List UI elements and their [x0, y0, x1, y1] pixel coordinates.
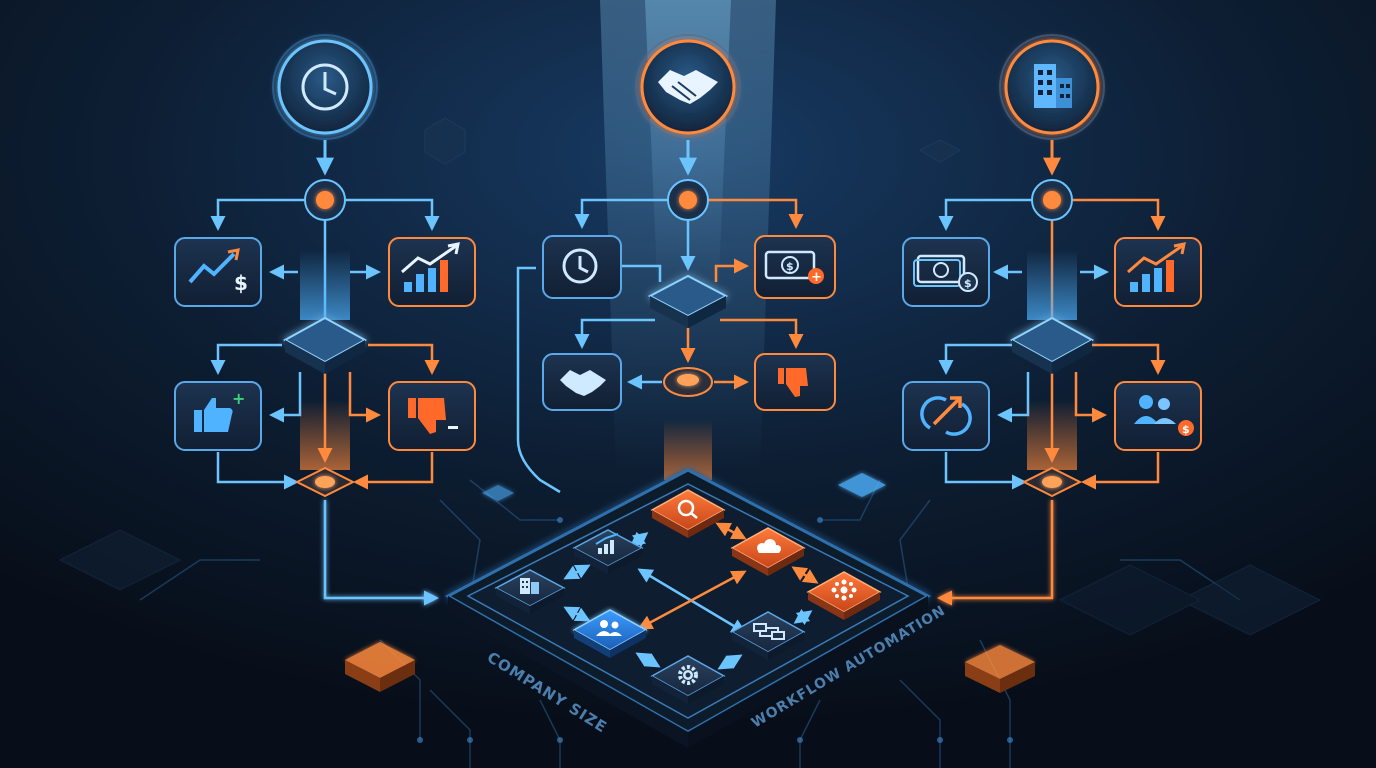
bar-chart-up-icon [401, 242, 460, 292]
center-branch: $ + [516, 179, 836, 494]
thumbs-down-minus-icon [408, 398, 458, 434]
svg-text:$: $ [1182, 423, 1190, 436]
merge-node-center [663, 367, 713, 397]
cloud-icon [757, 539, 781, 553]
svg-text:+: + [232, 389, 245, 408]
card-left-trend: $ [174, 237, 262, 307]
glow-column-right [1027, 250, 1077, 320]
svg-text:$: $ [786, 260, 794, 273]
thumbs-down-icon [778, 368, 808, 397]
money-icon: $ [913, 254, 978, 292]
money-plus-icon: $ + [764, 250, 824, 285]
split-node-center-core [679, 191, 697, 209]
hub-center [647, 274, 729, 328]
top-node-building [999, 34, 1105, 140]
gear-icon [678, 665, 698, 685]
hub-left [282, 316, 368, 374]
card-right-barchart [1114, 237, 1202, 307]
tile-cloud [730, 527, 806, 576]
bar-chart-up-icon [1127, 242, 1186, 292]
split-node-right-core [1043, 191, 1061, 209]
card-left-thumbsdown [388, 381, 476, 451]
svg-text:$: $ [964, 277, 972, 290]
network-icon [831, 579, 857, 601]
flow-icon [753, 623, 785, 640]
split-node-left-core [316, 191, 334, 209]
people-icon [596, 620, 622, 636]
card-left-barchart [388, 237, 476, 307]
glow-column-left [300, 250, 350, 320]
card-right-people: $ [1114, 381, 1202, 451]
card-center-thumbsdown [754, 353, 836, 411]
top-node-clock [272, 34, 378, 140]
card-center-handshake [542, 353, 622, 411]
svg-text:+: + [811, 270, 822, 285]
clock-icon [562, 248, 598, 284]
card-center-clock [542, 235, 622, 299]
tile-building [494, 569, 566, 614]
glowing-cube-blue [482, 473, 886, 501]
tile-barchart [572, 529, 644, 574]
tile-gear [650, 655, 726, 704]
glowing-cube-right [965, 645, 1035, 693]
handshake-icon [560, 370, 606, 396]
bar-chart-icon [595, 533, 619, 554]
merge-node-right [1021, 466, 1083, 498]
refresh-arrow-icon [920, 396, 972, 436]
search-icon [677, 499, 698, 519]
svg-text:$: $ [234, 271, 248, 295]
left-branch: $ + [174, 179, 476, 606]
tile-flow [730, 611, 806, 660]
hub-right [1009, 316, 1095, 374]
thumbs-up-plus-icon: + [194, 389, 245, 432]
tile-search [650, 489, 726, 538]
people-dollar-icon: $ [1134, 395, 1194, 436]
glowing-cube-left [345, 642, 415, 692]
right-branch: $ [902, 179, 1202, 606]
handshake-icon [658, 70, 718, 104]
tile-people [572, 609, 648, 658]
card-right-money: $ [902, 237, 990, 307]
glow-column-right-orange [1027, 400, 1077, 470]
building-icon [520, 578, 539, 594]
tile-network [806, 571, 882, 620]
clock-icon [301, 63, 349, 111]
card-right-refresh [902, 381, 990, 451]
building-icon [1034, 64, 1072, 108]
top-node-handshake [635, 34, 741, 140]
card-left-thumbsup: + [174, 381, 262, 451]
glow-column-left-orange [300, 400, 350, 470]
trend-dollar-icon: $ [188, 248, 248, 295]
merge-node-left [294, 466, 356, 498]
background-cubes [58, 117, 1322, 636]
card-center-money: $ + [754, 235, 836, 299]
